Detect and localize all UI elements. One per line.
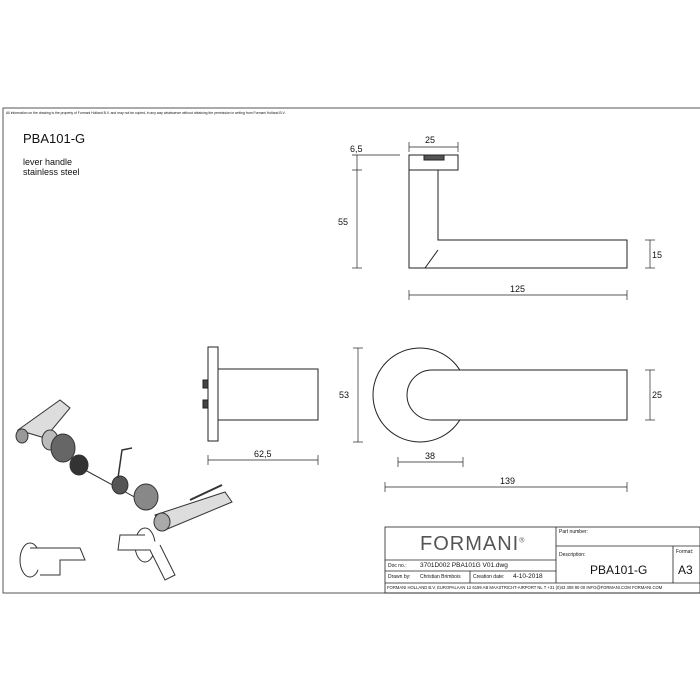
creation-date-value: 4-10-2018 — [513, 573, 543, 580]
dim-lever-width: 25 — [652, 390, 663, 400]
drawing-frame — [2, 107, 700, 594]
creation-date-label: Creation date: — [473, 574, 505, 580]
footer-address: FORMANI HOLLAND B.V. EUROPALAAN 12 6199 … — [387, 585, 663, 590]
subtitle-line-1: lever handle — [23, 157, 73, 167]
drawn-by-label: Drawn by: — [388, 574, 411, 580]
description-label: Description: — [559, 552, 586, 558]
page-title: PBA101-G — [23, 131, 86, 146]
doc-no-label: Doc no.: — [388, 563, 407, 569]
top-view — [408, 154, 628, 269]
doc-no-value: 3701D002 PBA101G V01.dwg — [420, 562, 508, 569]
title-block — [384, 526, 700, 594]
subtitle-line-2: stainless steel — [23, 167, 80, 177]
front-view — [372, 347, 628, 443]
copyright-notice: All information on the drawing is the pr… — [6, 111, 286, 115]
format-label: Format: — [676, 549, 694, 555]
dim-rose-width: 25 — [425, 135, 436, 145]
exploded-illustration — [15, 399, 233, 581]
dim-center-offset: 38 — [425, 451, 436, 461]
dim-side-depth: 62,5 — [254, 449, 272, 459]
part-number-label: Part number: — [559, 529, 588, 535]
drawn-by-value: Christian Brimbois — [420, 574, 461, 580]
brand-logo: FORMANI® — [420, 533, 526, 555]
dim-height: 55 — [338, 217, 349, 227]
description-value: PBA101-G — [590, 563, 648, 577]
format-value: A3 — [678, 563, 693, 577]
side-view — [202, 346, 319, 442]
dim-lever-length: 125 — [510, 284, 526, 294]
dim-total-length: 139 — [500, 476, 516, 486]
dim-rose-thickness: 6,5 — [350, 144, 363, 154]
dim-lever-thickness: 15 — [652, 250, 663, 260]
dim-rose-diameter: 53 — [339, 390, 350, 400]
dimension-lines — [207, 142, 655, 492]
